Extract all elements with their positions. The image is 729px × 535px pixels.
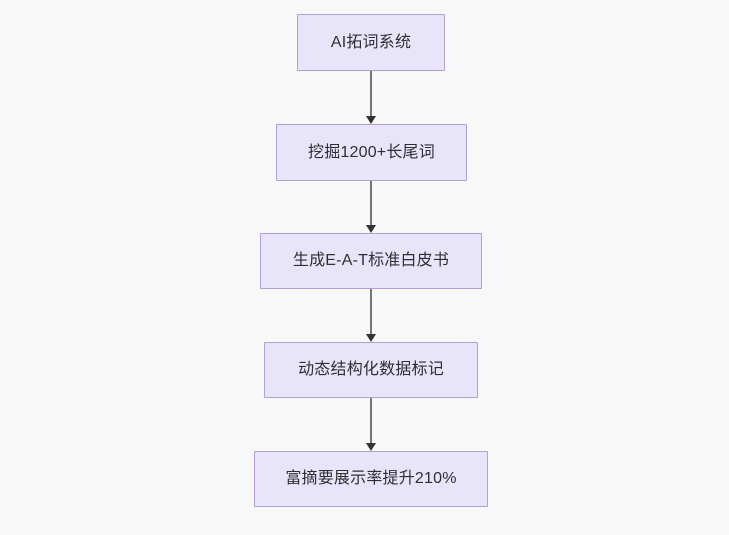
flowchart-node-3-label: 生成E-A-T标准白皮书 [292, 252, 450, 269]
flowchart-node-3[interactable]: 生成E-A-T标准白皮书 [260, 233, 482, 289]
flowchart-node-2-label: 挖掘1200+长尾词 [308, 143, 435, 161]
flowchart-edge-3-to-4 [364, 289, 378, 342]
edge-shaft [370, 398, 372, 444]
flowchart-node-4-label: 动态结构化数据标记 [298, 361, 444, 378]
arrowhead-icon [366, 225, 376, 233]
arrowhead-icon [366, 334, 376, 342]
edge-shaft [370, 181, 372, 226]
flowchart-edge-2-to-3 [364, 181, 378, 233]
edge-shaft [370, 289, 372, 335]
flowchart-node-1-label: AI拓词系统 [330, 33, 412, 51]
arrowhead-icon [366, 116, 376, 124]
flowchart-node-4[interactable]: 动态结构化数据标记 [264, 342, 478, 398]
flowchart-node-5[interactable]: 富摘要展示率提升210% [254, 451, 488, 507]
flowchart-node-5-label: 富摘要展示率提升210% [285, 470, 457, 487]
flowchart-node-1[interactable]: AI拓词系统 [297, 14, 445, 71]
arrowhead-icon [366, 443, 376, 451]
flowchart-node-2[interactable]: 挖掘1200+长尾词 [276, 124, 467, 181]
flowchart-edge-4-to-5 [364, 398, 378, 451]
edge-shaft [370, 71, 372, 117]
flowchart-edge-1-to-2 [364, 71, 378, 124]
